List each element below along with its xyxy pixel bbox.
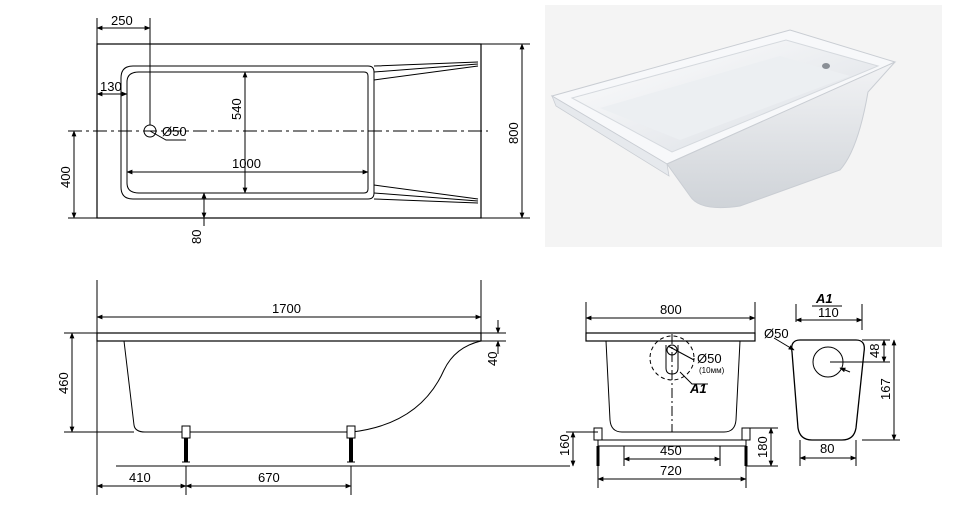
leg-right <box>346 425 356 463</box>
dim-720-label: 720 <box>660 463 682 478</box>
detail-a1 <box>773 304 900 466</box>
leg-left <box>181 425 191 463</box>
detail-a1-labels: A1 110 Ø50 48 167 80 <box>764 291 893 456</box>
dim-110-label: 110 <box>818 305 839 320</box>
drain-leader-end <box>667 345 695 361</box>
dim-800-label: 800 <box>506 122 521 144</box>
dim-460-label: 460 <box>56 372 71 394</box>
top-view <box>68 18 530 226</box>
dim-160-label: 160 <box>557 434 572 456</box>
drain-leader <box>149 130 186 141</box>
end-body <box>605 340 741 433</box>
dim-130-label: 130 <box>100 79 122 94</box>
drain-label: Ø50 <box>162 124 187 139</box>
dim-end-800-label: 800 <box>660 302 682 317</box>
bowl-outline-outer <box>120 65 375 200</box>
dim-detail-80-label: 80 <box>820 441 834 456</box>
detail-outline <box>791 339 865 441</box>
top-view-labels: 250 130 Ø50 540 1000 400 80 800 <box>58 13 521 244</box>
detail-circle <box>649 335 695 381</box>
side-view-labels: 1700 460 40 410 670 <box>56 301 500 485</box>
photo-drain <box>822 63 830 69</box>
ref-a1-label: A1 <box>689 381 707 396</box>
bathtub-photo <box>545 5 942 247</box>
dim-450-label: 450 <box>660 443 682 458</box>
dim-410-label: 410 <box>129 470 151 485</box>
side-view <box>64 280 570 495</box>
end-rim <box>585 332 756 342</box>
taper-bottom <box>373 184 479 204</box>
dim-40-label: 40 <box>485 352 500 366</box>
end-view <box>566 302 778 488</box>
end-view-labels: 800 Ø50 (10мм) A1 450 720 160 180 <box>557 302 770 478</box>
dim-1000-label: 1000 <box>232 156 261 171</box>
side-rim <box>96 332 482 342</box>
dim-400-label: 400 <box>58 166 73 188</box>
dim-167-label: 167 <box>878 378 893 400</box>
dim-180-label: 180 <box>755 436 770 458</box>
dim-48-label: 48 <box>867 344 882 358</box>
end-drain-label: Ø50 <box>697 351 722 366</box>
side-body <box>123 340 482 433</box>
frame-base <box>597 439 747 447</box>
taper-top <box>373 61 479 81</box>
end-drain-note: (10мм) <box>699 366 725 375</box>
dim-540-label: 540 <box>229 98 244 120</box>
dim-80-label: 80 <box>189 230 204 244</box>
detail-title: A1 <box>815 291 833 306</box>
dim-1700-label: 1700 <box>272 301 301 316</box>
detail-drain-label: Ø50 <box>764 326 789 341</box>
dim-250-label: 250 <box>111 13 133 28</box>
dim-670-label: 670 <box>258 470 280 485</box>
bowl-outline-inner <box>126 71 369 194</box>
